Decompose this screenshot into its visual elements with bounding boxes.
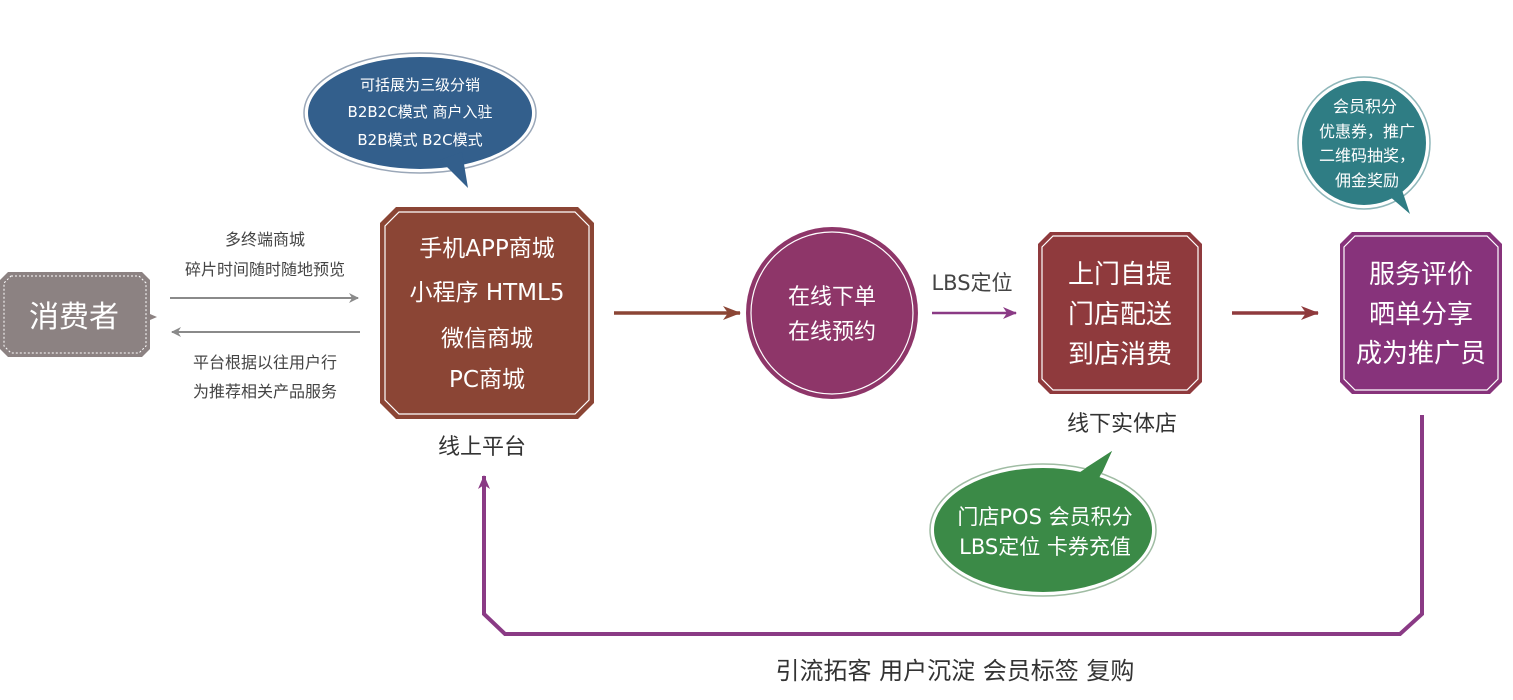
flow-top: 多终端商城 碎片时间随时随地预览 xyxy=(170,230,359,303)
service-line-3: 成为推广员 xyxy=(1356,339,1486,369)
bubble-blue: 可括展为三级分销 B2B2C模式 商户入驻 B2B模式 B2C模式 xyxy=(303,52,537,188)
order-line-1: 在线下单 xyxy=(788,285,876,310)
order-node: 在线下单 在线预约 xyxy=(746,227,918,399)
platform-line-2: 小程序 HTML5 xyxy=(410,280,565,306)
bubble-teal-line-2: 优惠券，推广 xyxy=(1319,122,1415,141)
bubble-blue-line-2: B2B2C模式 商户入驻 xyxy=(348,103,493,121)
online-platform-node: 手机APP商城 小程序 HTML5 微信商城 PC商城 xyxy=(380,207,594,419)
consumer-node: 消费者 xyxy=(0,272,157,357)
service-line-2: 晒单分享 xyxy=(1369,300,1473,330)
flow-bottom: 平台根据以往用户行 为推荐相关产品服务 xyxy=(171,327,360,401)
service-line-1: 服务评价 xyxy=(1369,260,1473,290)
offline-store-node: 上门自提 门店配送 到店消费 xyxy=(1038,232,1202,394)
lbs-label: LBS定位 xyxy=(931,271,1012,295)
flow-bottom-line-1: 平台根据以往用户行 xyxy=(193,353,337,372)
platform-line-1: 手机APP商城 xyxy=(419,236,554,262)
store-line-2: 门店配送 xyxy=(1068,300,1172,330)
order-line-2: 在线预约 xyxy=(788,320,876,345)
store-caption: 线下实体店 xyxy=(1067,412,1177,437)
flow-bottom-line-2: 为推荐相关产品服务 xyxy=(193,382,337,401)
feedback-caption: 引流拓客 用户沉淀 会员标签 复购 xyxy=(776,657,1135,685)
bubble-blue-line-1: 可括展为三级分销 xyxy=(360,76,480,94)
bubble-teal-line-1: 会员积分 xyxy=(1333,97,1397,116)
bubble-teal: 会员积分 优惠券，推广 二维码抽奖， 佣金奖励 xyxy=(1297,76,1431,214)
bubble-teal-line-3: 二维码抽奖， xyxy=(1319,146,1415,165)
bubble-teal-line-4: 佣金奖励 xyxy=(1335,171,1399,190)
service-node: 服务评价 晒单分享 成为推广员 xyxy=(1340,232,1502,394)
bubble-green-line-2: LBS定位 卡券充值 xyxy=(959,535,1131,559)
bubble-green-line-1: 门店POS 会员积分 xyxy=(957,505,1132,529)
feedback-loop-arrow xyxy=(478,415,1424,636)
platform-line-3: 微信商城 xyxy=(441,326,533,352)
consumer-label: 消费者 xyxy=(29,300,119,335)
platform-line-4: PC商城 xyxy=(449,367,525,393)
bubble-green: 门店POS 会员积分 LBS定位 卡券充值 xyxy=(929,451,1157,597)
platform-caption: 线上平台 xyxy=(438,435,526,460)
flow-top-line-2: 碎片时间随时随地预览 xyxy=(185,260,345,279)
store-line-1: 上门自提 xyxy=(1068,260,1172,290)
store-line-3: 到店消费 xyxy=(1068,340,1172,370)
bubble-blue-line-3: B2B模式 B2C模式 xyxy=(357,131,482,149)
flow-top-line-1: 多终端商城 xyxy=(225,230,305,249)
